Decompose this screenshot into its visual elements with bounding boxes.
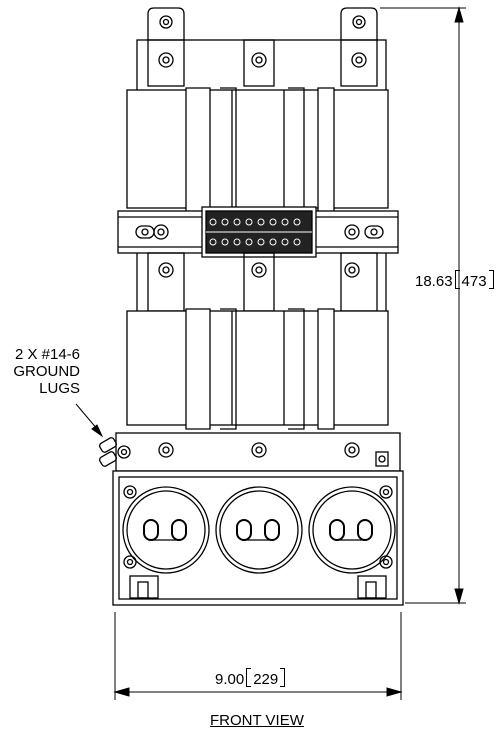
capacitor-enclosure bbox=[112, 470, 404, 606]
bracket-close bbox=[280, 668, 286, 687]
bracket-close bbox=[488, 270, 494, 289]
height-dimension bbox=[380, 6, 466, 605]
callout-line-1: 2 X #14-6 bbox=[14, 346, 80, 363]
width-dimension-mm: 229 bbox=[253, 671, 279, 688]
lugs-leader bbox=[75, 403, 104, 438]
middle-frame bbox=[136, 252, 387, 312]
lower-coils bbox=[126, 308, 389, 430]
width-dimension-inches: 9.00 bbox=[215, 671, 245, 688]
ground-lugs-callout: 2 X #14-6 GROUND LUGS bbox=[13, 346, 80, 397]
capacitors bbox=[122, 486, 396, 574]
upper-coils bbox=[126, 87, 389, 213]
height-dimension-mm: 473 bbox=[461, 273, 487, 290]
upper-bolts bbox=[147, 39, 378, 87]
width-dimension bbox=[113, 612, 403, 700]
base-plate bbox=[115, 432, 401, 472]
callout-line-3: LUGS bbox=[39, 380, 80, 397]
view-title: FRONT VIEW bbox=[210, 712, 304, 729]
callout-line-2: GROUND bbox=[13, 363, 80, 380]
terminal-block bbox=[201, 206, 317, 258]
height-dimension-label: 18.63 473 bbox=[415, 270, 496, 290]
height-dimension-inches: 18.63 bbox=[415, 273, 453, 290]
top-terminal-tabs bbox=[147, 7, 378, 40]
ground-lugs bbox=[99, 437, 389, 467]
bracket-open bbox=[454, 270, 460, 289]
width-dimension-label: 9.00 229 bbox=[215, 668, 287, 688]
bracket-open bbox=[246, 668, 252, 687]
